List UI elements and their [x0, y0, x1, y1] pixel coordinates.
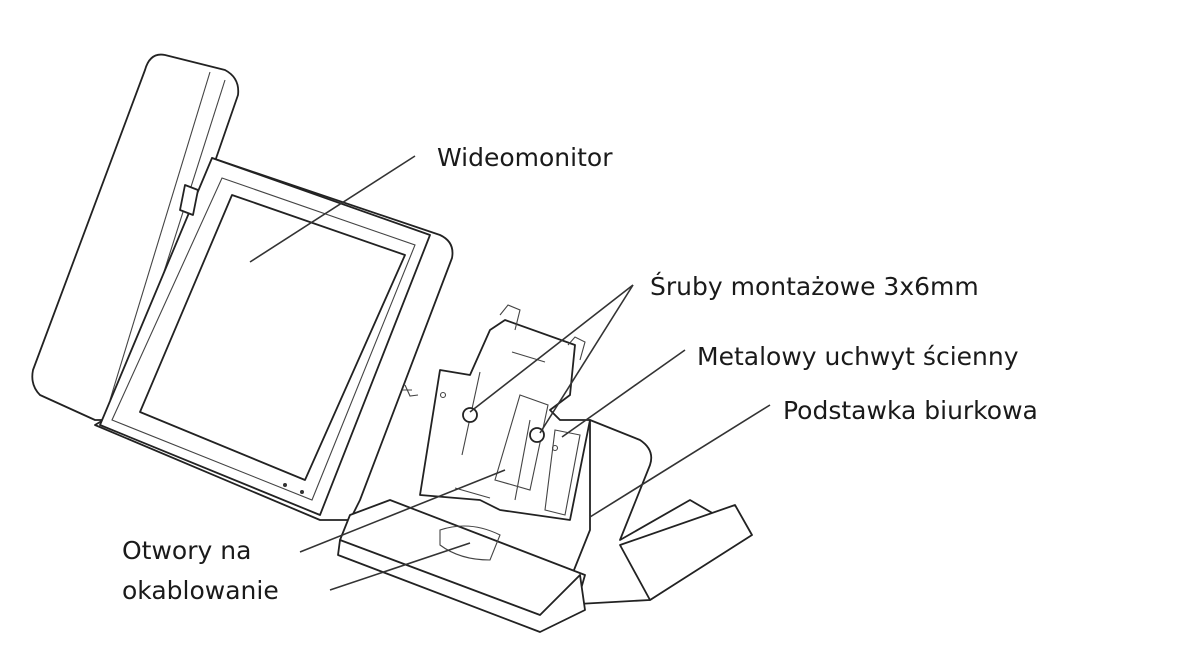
- desk-stand: [337, 419, 753, 633]
- label-desk-stand: Podstawka biurkowa: [783, 396, 1038, 425]
- label-cable-holes-line2: okablowanie: [122, 576, 279, 605]
- label-wall-bracket: Metalowy uchwyt ścienny: [697, 342, 1019, 371]
- metal-wall-bracket: [402, 304, 591, 521]
- label-cable-holes-line1: Otwory na: [122, 536, 252, 565]
- leader-lines: [249, 155, 771, 591]
- video-monitor: [31, 53, 454, 521]
- label-video-monitor: Wideomonitor: [437, 143, 613, 172]
- label-mounting-screws: Śruby montażowe 3x6mm: [650, 272, 979, 301]
